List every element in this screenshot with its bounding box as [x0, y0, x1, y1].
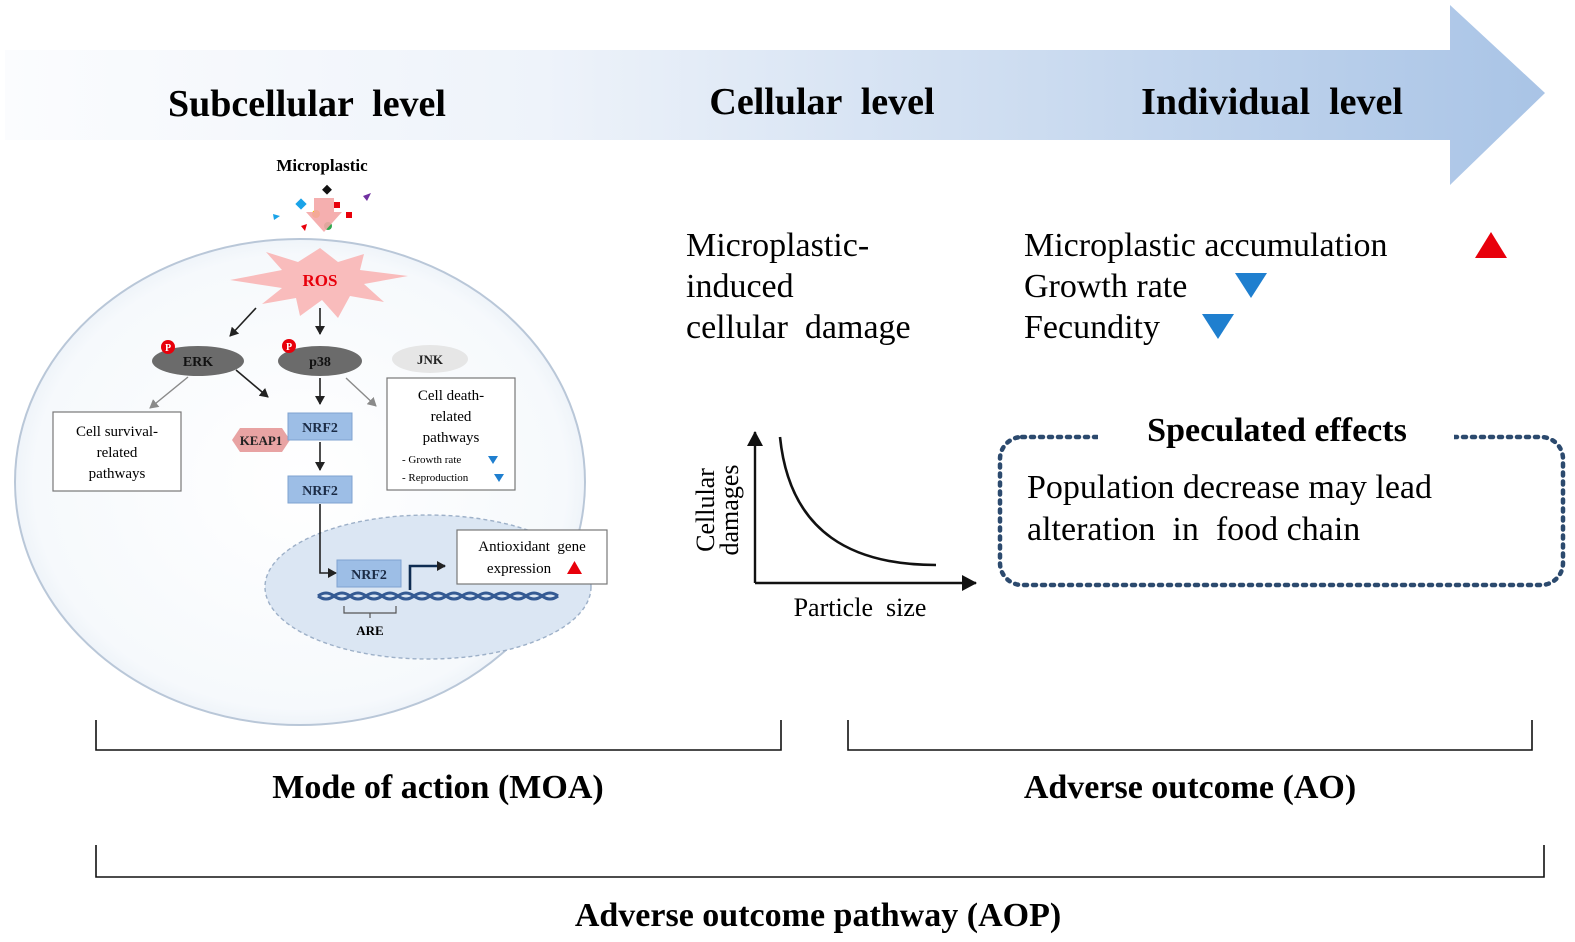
growth-rate-down-icon-large — [1235, 273, 1267, 298]
cell-death-growth-rate: - Growth rate — [402, 454, 461, 466]
effect-microplastic-accumulation: Microplastic accumulation — [1024, 227, 1388, 264]
graph-y-label: Cellular damages — [691, 465, 744, 556]
effect-fecundity: Fecundity — [1024, 309, 1160, 346]
aop-bracket — [95, 845, 1545, 878]
cellular-level-label: Cellular level — [709, 81, 934, 123]
arrow-erk-to-survival — [149, 376, 189, 409]
arrow-erk-to-nrf2 — [235, 369, 269, 398]
keap1-label: KEAP1 — [240, 433, 283, 448]
speculated-title-backdrop — [1098, 412, 1454, 458]
cellular-damage-line-1: Microplastic- — [686, 227, 869, 264]
are-bracket — [343, 606, 397, 618]
ros-label: ROS — [303, 271, 338, 290]
erk-label: ERK — [183, 355, 213, 370]
nrf2-label-3: NRF2 — [351, 568, 387, 583]
arrow-p38-to-death — [345, 377, 377, 407]
cell-death-reproduction: - Reproduction — [402, 472, 469, 484]
individual-level-label: Individual level — [1141, 81, 1403, 123]
moa-label: Mode of action (MOA) — [272, 769, 603, 806]
growth-rate-down-icon — [488, 456, 498, 464]
fecundity-down-icon — [1202, 314, 1234, 339]
moa-bracket — [95, 720, 782, 751]
microplastic-entry-arrow — [306, 198, 342, 232]
antioxidant-box — [456, 529, 608, 585]
are-label: ARE — [356, 623, 383, 638]
speculated-line-1: Population decrease may lead — [1027, 469, 1432, 506]
reproduction-down-icon — [494, 474, 504, 482]
level-progression-arrow — [5, 5, 1545, 185]
nrf2-label-2: NRF2 — [302, 484, 338, 499]
nrf2-label-1: NRF2 — [302, 421, 338, 436]
dna-strand-2 — [317, 591, 559, 601]
ao-label: Adverse outcome (AO) — [1024, 769, 1356, 806]
ao-bracket — [847, 720, 1533, 751]
cellular-damage-line-3: cellular damage — [686, 309, 911, 346]
arrow-nrf2-translocation — [319, 504, 337, 578]
jnk-label: JNK — [417, 352, 444, 367]
subcellular-level-label: Subcellular level — [168, 83, 446, 125]
erk-phospho-icon — [161, 340, 175, 354]
graph-ylabel-line-2: damages — [715, 465, 744, 556]
graph-x-label: Particle size — [794, 593, 927, 622]
accumulation-up-icon — [1475, 232, 1507, 258]
antioxidant-line-1: Antioxidant gene — [478, 539, 586, 555]
cell-survival-line-2: related — [97, 445, 138, 461]
keap1-node — [232, 428, 290, 452]
arrow-ros-to-erk — [229, 307, 257, 337]
speculated-effects-title: Speculated effects — [1147, 412, 1407, 449]
cell-death-line-3: pathways — [423, 430, 480, 446]
nrf2-box-cytoplasm-2 — [287, 475, 353, 504]
jnk-node — [392, 345, 468, 373]
p38-phospho-icon — [282, 339, 296, 353]
antioxidant-up-icon — [567, 561, 582, 574]
cell-death-line-1: Cell death- — [418, 388, 484, 404]
cell-death-box — [386, 377, 516, 491]
speculated-line-2: alteration in food chain — [1027, 511, 1360, 548]
damage-curve — [778, 436, 937, 567]
p38-label: p38 — [309, 355, 331, 370]
nrf2-box-cytoplasm-1 — [287, 412, 353, 441]
p38-phospho-label: P — [286, 342, 292, 353]
cell-survival-line-3: pathways — [89, 466, 146, 482]
erk-node — [152, 346, 244, 376]
ros-burst — [230, 248, 408, 318]
erk-phospho-label: P — [165, 343, 171, 354]
dna-strand-1 — [317, 591, 559, 601]
graph-ylabel-line-1: Cellular — [691, 468, 720, 552]
cell-survival-line-1: Cell survival- — [76, 424, 158, 440]
cell-death-line-2: related — [431, 409, 472, 425]
microplastic-label: Microplastic — [276, 156, 368, 175]
cell-survival-box — [52, 411, 182, 492]
cellular-damage-line-2: induced — [686, 268, 794, 305]
aop-label: Adverse outcome pathway (AOP) — [575, 897, 1061, 934]
antioxidant-line-2: expression — [487, 561, 552, 577]
nrf2-box-nucleus — [336, 559, 402, 588]
effect-growth-rate: Growth rate — [1024, 268, 1187, 305]
p38-node — [278, 346, 362, 376]
transcription-arrow — [408, 561, 446, 590]
